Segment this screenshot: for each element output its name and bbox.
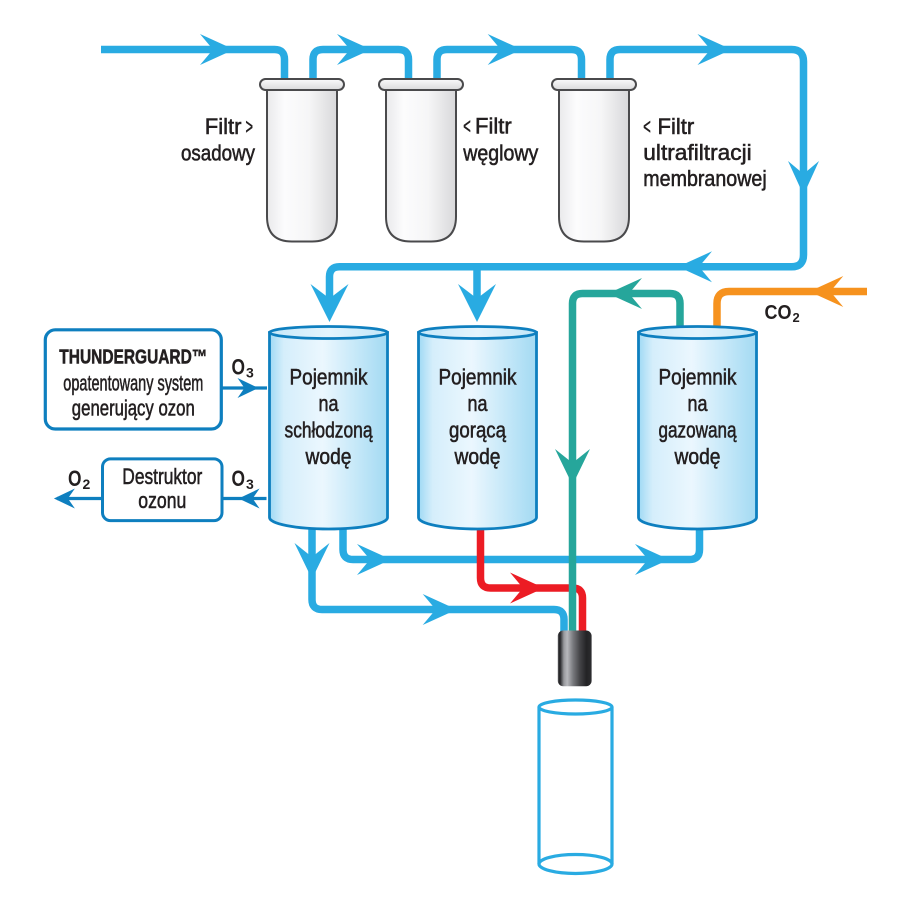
svg-text:Pojemnik: Pojemnik — [659, 365, 738, 390]
svg-text:<: < — [463, 114, 471, 139]
svg-text:>: > — [246, 114, 254, 139]
svg-text:ozonu: ozonu — [138, 488, 186, 513]
svg-text:gorącą: gorącą — [449, 418, 507, 443]
svg-text:2: 2 — [83, 476, 91, 492]
svg-text:Filtr: Filtr — [475, 114, 512, 139]
svg-text:generujący ozon: generujący ozon — [72, 396, 195, 421]
svg-text:O: O — [232, 466, 246, 491]
svg-text:opatentowany system: opatentowany system — [63, 371, 203, 396]
svg-text:THUNDERGUARD™: THUNDERGUARD™ — [59, 347, 207, 369]
svg-text:wodę: wodę — [454, 444, 501, 469]
svg-text:O: O — [232, 355, 246, 380]
svg-text:3: 3 — [246, 476, 254, 492]
svg-text:osadowy: osadowy — [181, 141, 255, 166]
svg-text:Filtr: Filtr — [205, 114, 242, 139]
svg-text:Pojemnik: Pojemnik — [439, 365, 518, 390]
svg-text:gazowaną: gazowaną — [659, 418, 738, 443]
svg-text:2: 2 — [793, 310, 800, 325]
svg-text:wodę: wodę — [305, 444, 352, 469]
svg-text:wodę: wodę — [674, 444, 721, 469]
svg-text:na: na — [688, 391, 709, 416]
svg-text:Filtr: Filtr — [658, 114, 695, 139]
svg-text:Pojemnik: Pojemnik — [290, 365, 369, 390]
svg-text:Destruktor: Destruktor — [122, 464, 202, 489]
svg-text:ultrafiltracji: ultrafiltracji — [643, 140, 751, 165]
svg-text:O: O — [68, 466, 82, 491]
svg-text:3: 3 — [246, 365, 254, 381]
svg-text:węglowy: węglowy — [462, 141, 538, 166]
svg-text:<: < — [643, 114, 651, 139]
svg-text:CO: CO — [765, 302, 792, 324]
svg-text:membranowej: membranowej — [643, 166, 766, 191]
svg-text:schłodzoną: schłodzoną — [285, 418, 374, 443]
svg-text:na: na — [468, 391, 489, 416]
svg-text:na: na — [319, 391, 340, 416]
